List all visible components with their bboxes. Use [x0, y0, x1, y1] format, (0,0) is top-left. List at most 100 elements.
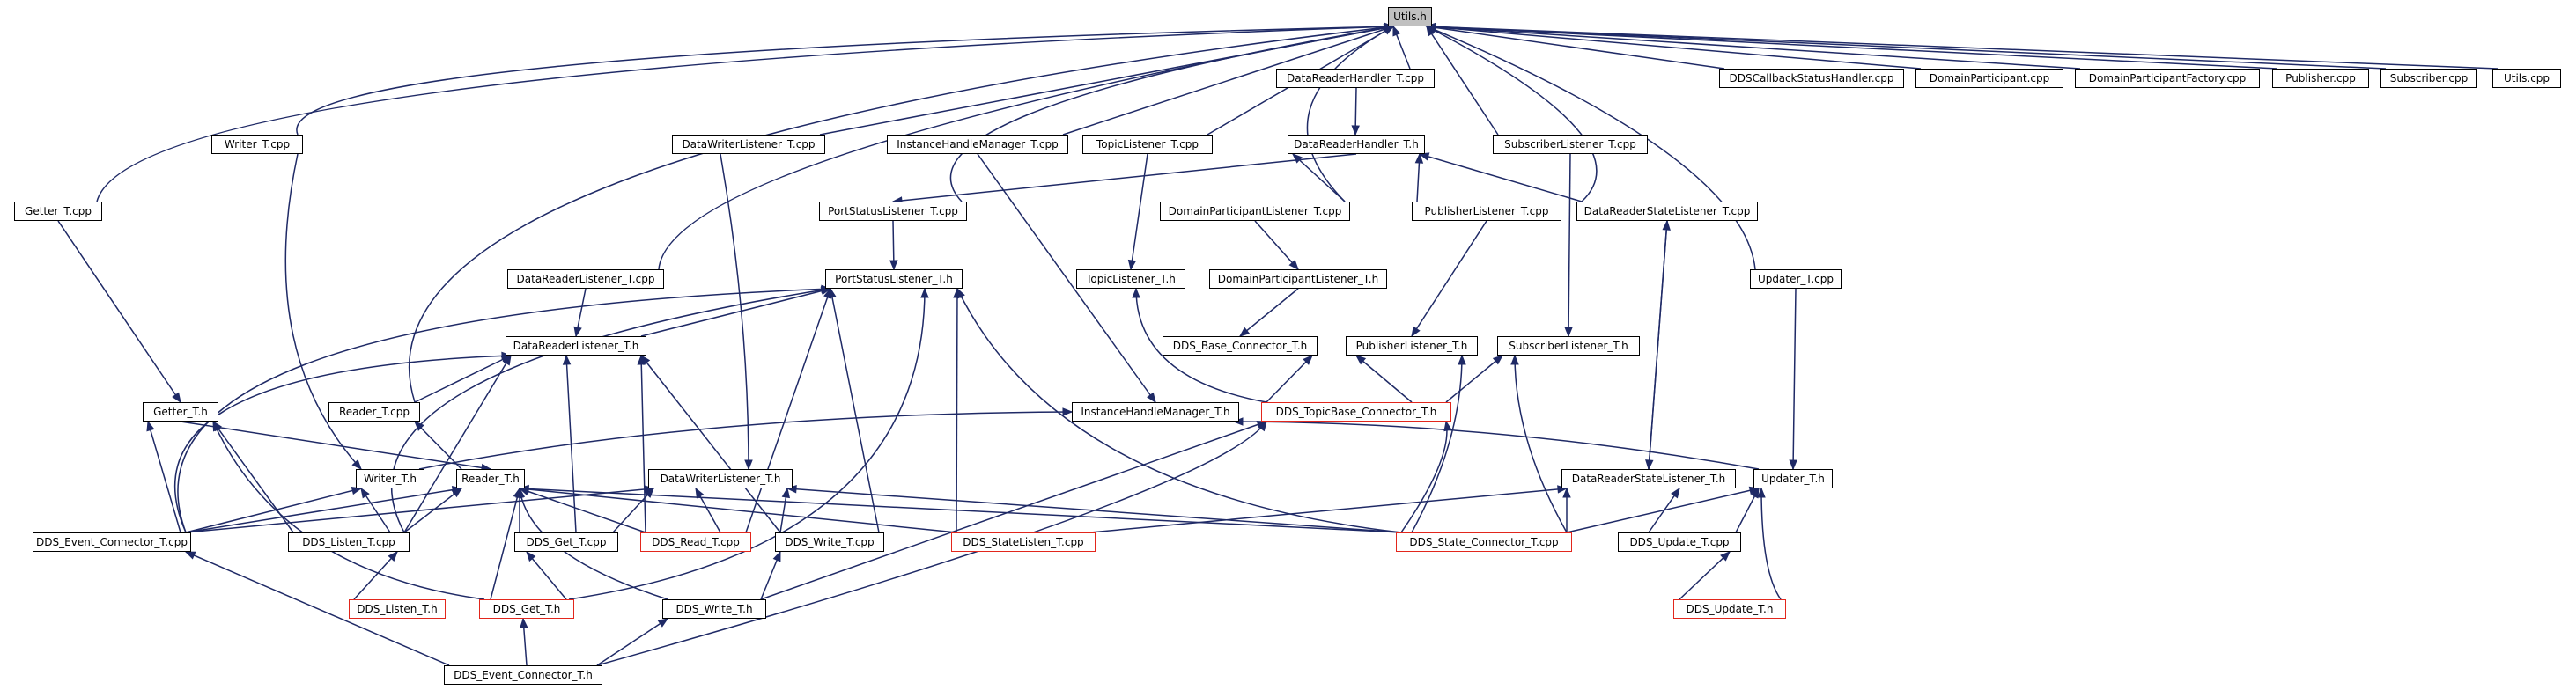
node-write-h[interactable]: DDS_Write_T.h — [662, 599, 766, 619]
node-ev-cpp[interactable]: DDS_Event_Connector_T.cpp — [33, 532, 191, 552]
node-drl-t-cpp[interactable]: DataReaderListener_T.cpp — [507, 269, 664, 289]
node-utils-cpp[interactable]: Utils.cpp — [2492, 69, 2561, 88]
node-writer-t-h[interactable]: Writer_T.h — [356, 469, 424, 488]
edge-ddstb_h-to-tl_t_h — [1135, 288, 1267, 403]
arrowhead-sl_t_h — [1492, 355, 1504, 365]
node-psl-t-h[interactable]: PortStatusListener_T.h — [825, 269, 963, 289]
node-utils-h[interactable]: Utils.h — [1388, 7, 1432, 26]
arrowhead-getter_t_h — [146, 420, 155, 432]
arrowhead-tl_t_h — [1127, 259, 1137, 271]
node-pl-t-h[interactable]: PublisherListener_T.h — [1346, 336, 1478, 356]
arrowhead-drl_t_h — [562, 354, 572, 365]
arrowhead-update_cpp — [1720, 551, 1731, 562]
node-ihm-t-cpp[interactable]: InstanceHandleManager_T.cpp — [887, 135, 1068, 154]
node-tl-t-cpp[interactable]: TopicListener_T.cpp — [1082, 135, 1213, 154]
edge-pub_cpp-to-utils_h — [1426, 26, 2278, 70]
node-listen-cpp[interactable]: DDS_Listen_T.cpp — [288, 532, 410, 552]
edge-ev_cpp-to-psl_t_h — [177, 288, 831, 533]
node-updater-t-h[interactable]: Updater_T.h — [1753, 469, 1833, 488]
edge-writer_t_cpp-to-writer_t_h — [284, 153, 362, 470]
arrowhead-pl_t_h — [1411, 326, 1421, 338]
node-drh-t-h[interactable]: DataReaderHandler_T.h — [1288, 135, 1425, 154]
edge-get_cpp-to-dwl_t_h — [612, 488, 654, 533]
edge-update_h-to-update_cpp — [1679, 551, 1731, 600]
edge-drl_t_h-to-psl_t_h — [640, 288, 831, 337]
edge-dpl_t_h-to-ddsbase_h — [1239, 288, 1299, 337]
edge-listen_h-to-listen_cpp — [353, 551, 398, 600]
node-state-cpp[interactable]: DDS_State_Connector_T.cpp — [1396, 532, 1572, 552]
node-ev-h[interactable]: DDS_Event_Connector_T.h — [444, 665, 602, 685]
node-getter-t-h[interactable]: Getter_T.h — [143, 402, 218, 422]
edge-updater_t_cpp-to-utils_h — [1426, 26, 1756, 270]
node-reader-t-h[interactable]: Reader_T.h — [456, 469, 525, 488]
arrowhead-pl_t_h — [1354, 355, 1367, 365]
node-dwl-t-cpp[interactable]: DataWriterListener_T.cpp — [672, 135, 825, 154]
arrowhead-getter_t_h — [172, 392, 181, 404]
edge-dp_cpp-to-utils_h — [1426, 26, 1922, 70]
node-psl-t-cpp[interactable]: PortStatusListener_T.cpp — [819, 202, 967, 221]
edge-dds_cb_cpp-to-utils_h — [1426, 26, 1725, 70]
node-dwl-t-h[interactable]: DataWriterListener_T.h — [648, 469, 793, 488]
arrowhead-writer_t_h — [351, 459, 362, 470]
node-sub-cpp[interactable]: Subscriber.cpp — [2380, 69, 2477, 88]
node-ddsbase-h[interactable]: DDS_Base_Connector_T.h — [1163, 336, 1318, 356]
arrowhead-drh_t_h — [1292, 153, 1303, 164]
edge-ddstb_h-to-sl_t_h — [1445, 355, 1503, 403]
edge-update_h-to-updater_t_h — [1760, 488, 1782, 600]
node-dp-cpp[interactable]: DomainParticipant.cpp — [1915, 69, 2063, 88]
edge-getter_t_cpp-to-getter_t_h — [57, 220, 181, 403]
node-update-cpp[interactable]: DDS_Update_T.cpp — [1618, 532, 1741, 552]
arrowhead-get_h — [520, 617, 528, 628]
node-sl-t-h[interactable]: SubscriberListener_T.h — [1497, 336, 1640, 356]
edge-updater_t_cpp-to-updater_t_h — [1792, 288, 1797, 470]
edge-reader_t_h-to-reader_t_cpp — [414, 421, 462, 470]
arrowhead-ddstb_h — [1443, 420, 1452, 432]
node-write-cpp[interactable]: DDS_Write_T.cpp — [775, 532, 884, 552]
arrowhead-updater_t_h — [1750, 487, 1760, 499]
arrowhead-sl_t_h — [1510, 354, 1519, 365]
edge-ddstb_h-to-pl_t_h — [1355, 355, 1413, 403]
arrowhead-drsl_t_h — [1562, 487, 1571, 498]
node-updater-t-cpp[interactable]: Updater_T.cpp — [1750, 269, 1842, 289]
arrowhead-psl_t_h — [889, 260, 898, 271]
arrowhead-psl_t_h — [920, 287, 929, 298]
node-dpl-t-h[interactable]: DomainParticipantListener_T.h — [1209, 269, 1387, 289]
node-read-cpp[interactable]: DDS_Read_T.cpp — [640, 532, 751, 552]
node-sl-t-cpp[interactable]: SubscriberListener_T.cpp — [1493, 135, 1648, 154]
node-dpf-cpp[interactable]: DomainParticipantFactory.cpp — [2075, 69, 2260, 88]
arrowhead-psl_t_h — [828, 287, 837, 299]
edge-read_cpp-to-reader_t_h — [519, 488, 646, 533]
arrowhead-drh_t_h — [1414, 152, 1424, 164]
node-listen-h[interactable]: DDS_Listen_T.h — [349, 599, 446, 619]
edge-ihm_t_cpp-to-ihm_t_h — [977, 153, 1156, 403]
node-drl-t-h[interactable]: DataReaderListener_T.h — [506, 336, 646, 356]
node-pl-t-cpp[interactable]: PublisherListener_T.cpp — [1412, 202, 1561, 221]
arrowhead-pl_t_h — [1458, 354, 1466, 365]
edge-get_h-to-reader_t_h — [490, 488, 520, 600]
node-get-h[interactable]: DDS_Get_T.h — [479, 599, 574, 619]
node-writer-t-cpp[interactable]: Writer_T.cpp — [211, 135, 303, 154]
node-pub-cpp[interactable]: Publisher.cpp — [2272, 69, 2369, 88]
edge-get_h-to-get_cpp — [526, 551, 567, 600]
arrowhead-dwl_t_h — [781, 487, 791, 499]
edge-state_cpp-to-updater_t_h — [1566, 488, 1760, 533]
node-drsl-t-cpp[interactable]: DataReaderStateListener_T.cpp — [1576, 202, 1758, 221]
node-reader-t-cpp[interactable]: Reader_T.cpp — [328, 402, 420, 422]
arrowhead-drl_t_h — [502, 354, 512, 366]
node-drsl-t-h[interactable]: DataReaderStateListener_T.h — [1561, 469, 1736, 488]
edge-writer_t_h-to-ihm_t_h — [418, 411, 1073, 470]
edge-dwl_t_cpp-to-dwl_t_h — [720, 153, 749, 470]
edge-read_cpp-to-psl_t_h — [745, 288, 831, 533]
node-dpl-t-cpp[interactable]: DomainParticipantListener_T.cpp — [1160, 202, 1350, 221]
edge-ddstb_h-to-ddsbase_h — [1266, 355, 1313, 403]
node-ddstb-h[interactable]: DDS_TopicBase_Connector_T.h — [1261, 402, 1451, 422]
node-drh-t-cpp[interactable]: DataReaderHandler_T.cpp — [1276, 69, 1435, 88]
node-statelisten-cpp[interactable]: DDS_StateListen_T.cpp — [951, 532, 1096, 552]
node-getter-t-cpp[interactable]: Getter_T.cpp — [14, 202, 102, 221]
edge-state_cpp-to-ddstb_h — [1400, 421, 1448, 533]
node-get-cpp[interactable]: DDS_Get_T.cpp — [514, 532, 618, 552]
node-update-h[interactable]: DDS_Update_T.h — [1673, 599, 1786, 619]
node-ihm-t-h[interactable]: InstanceHandleManager_T.h — [1072, 402, 1239, 422]
node-dds-cb-cpp[interactable]: DDSCallbackStatusHandler.cpp — [1719, 69, 1904, 88]
node-tl-t-h[interactable]: TopicListener_T.h — [1076, 269, 1185, 289]
